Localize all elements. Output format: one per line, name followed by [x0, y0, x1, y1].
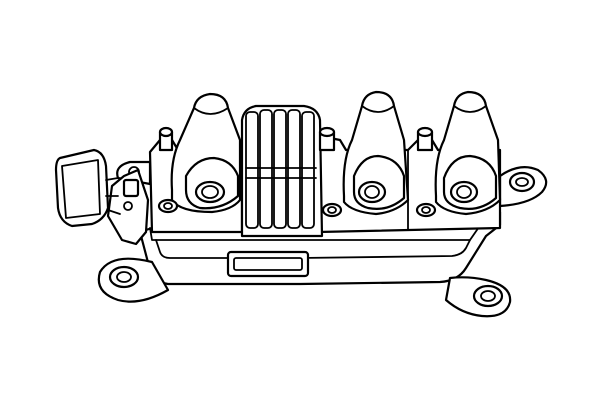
bolt-head	[157, 198, 179, 214]
mounting-ear-rear-right	[498, 165, 548, 208]
label-plate	[226, 250, 310, 278]
mounting-ear-front-left	[97, 257, 170, 303]
bolt-head	[415, 202, 437, 218]
base-bolts	[157, 198, 437, 218]
bolt-head	[327, 206, 337, 214]
coil-tower-1	[158, 92, 242, 214]
mounting-ear-front-right	[444, 276, 512, 318]
heat-sink	[240, 104, 324, 238]
bolt-head	[163, 202, 173, 210]
bolt-head	[321, 202, 343, 218]
coil-tower-2	[318, 90, 410, 216]
connector-plug	[54, 148, 150, 246]
bolt-head	[421, 206, 431, 214]
coil-tower-3	[416, 90, 502, 216]
